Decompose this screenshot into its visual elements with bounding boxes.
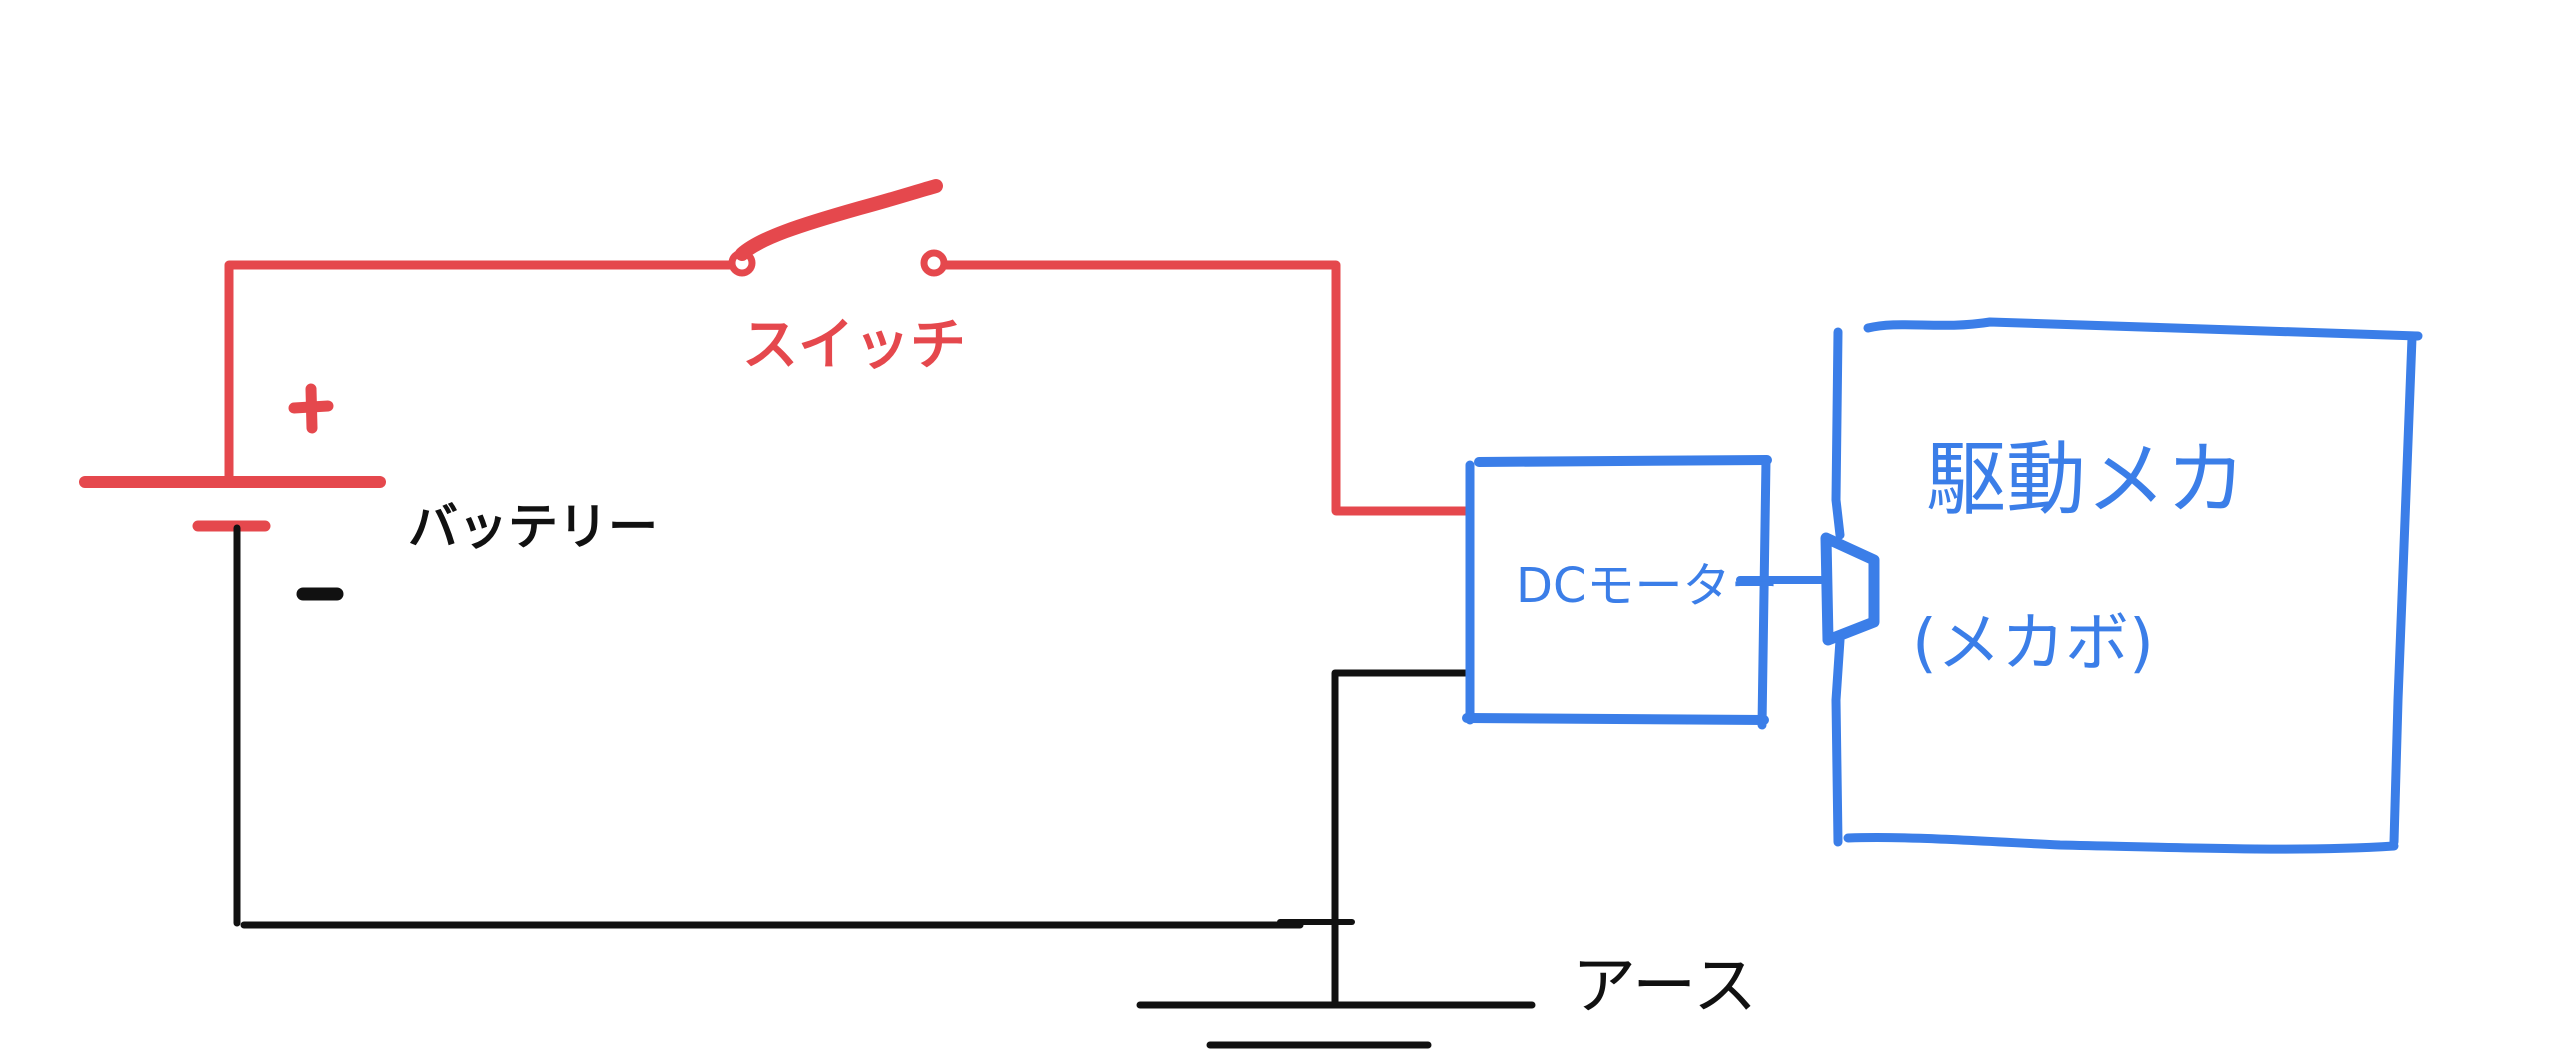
negative-wire	[240, 669, 1474, 1009]
drive-mechanism-sublabel: (メカボ)	[1912, 607, 2154, 681]
switch-icon	[728, 179, 948, 277]
drive-mechanism-label: 駆動メカ	[1926, 433, 2246, 526]
switch-label: スイッチ	[742, 313, 966, 378]
battery-label: バッテリー	[408, 498, 658, 556]
positive-wire	[224, 260, 1475, 516]
ground-icon	[1136, 1001, 1536, 1049]
dc-motor-label: DCモーター	[1516, 558, 1779, 614]
drive-mechanism-box	[1831, 317, 2423, 854]
dc-motor-box	[1462, 455, 1772, 730]
battery-plus-icon	[288, 383, 334, 434]
ground-label: アース	[1572, 950, 1757, 1024]
battery-icon	[79, 476, 386, 927]
motor-coupling-icon	[1736, 532, 1880, 646]
